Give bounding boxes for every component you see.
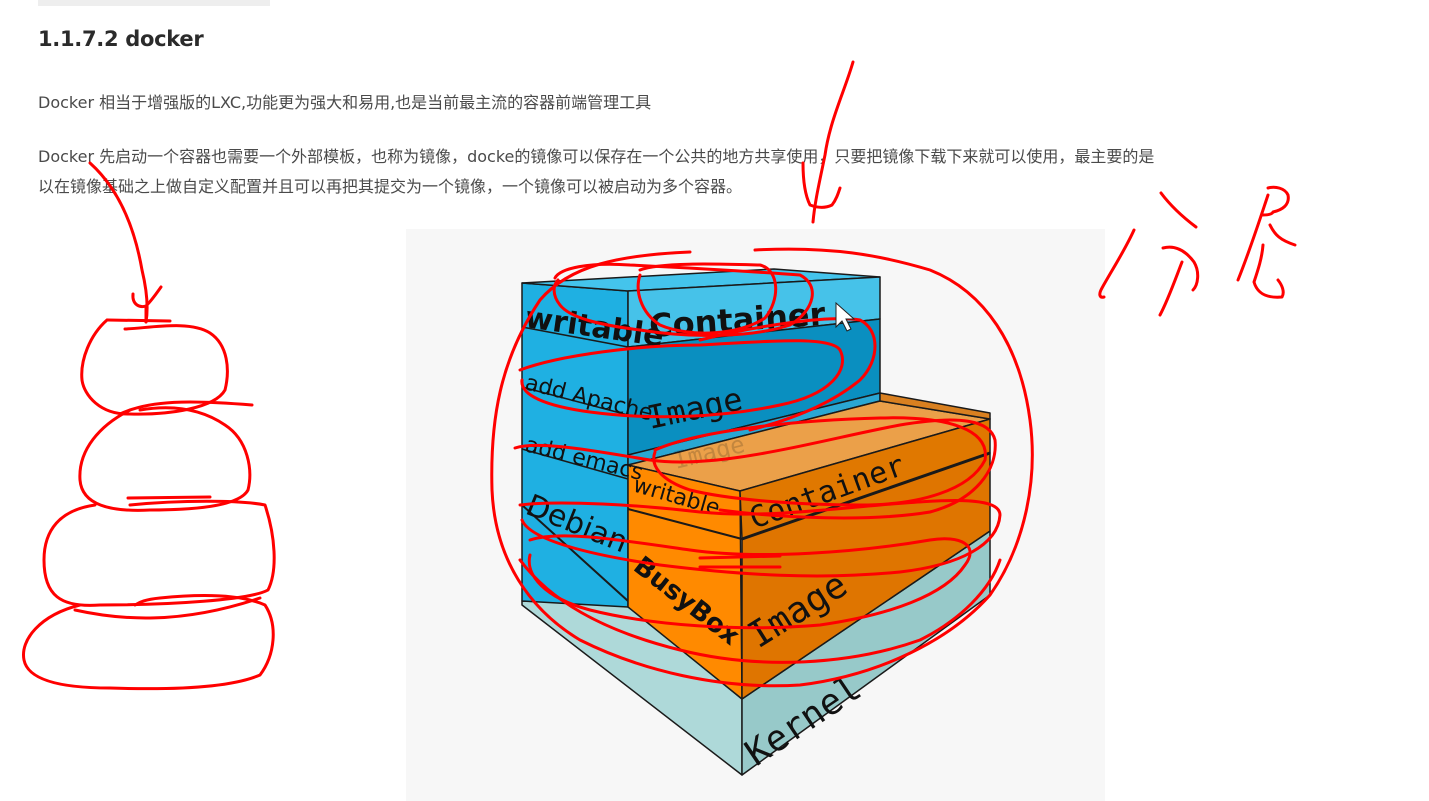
paragraph-line-2: 以在镜像基础之上做自定义配置并且可以再把其提交为一个镜像，一个镜像可以被启动为多… bbox=[38, 177, 743, 196]
section-heading: 1.1.7.2 docker bbox=[38, 27, 204, 51]
stack-layer-4-icon bbox=[22, 594, 275, 691]
docker-layers-svg: writable add Apache add emacs Debian Con… bbox=[521, 268, 991, 776]
top-divider bbox=[38, 0, 270, 6]
paragraph-docker-image: Docker 先启动一个容器也需要一个外部模板，也称为镜像，docke的镜像可以… bbox=[38, 142, 1154, 202]
paragraph-docker-intro: Docker 相当于增强版的LXC,功能更为强大和易用,也是当前最主流的容器前端… bbox=[38, 93, 652, 112]
arrow-head-icon bbox=[131, 285, 163, 309]
stack-layer-3-icon bbox=[42, 499, 276, 607]
handwritten-fenceng bbox=[1098, 185, 1297, 317]
paragraph-line-1: Docker 先启动一个容器也需要一个外部模板，也称为镜像，docke的镜像可以… bbox=[38, 147, 1155, 166]
stack-layer-4-inner bbox=[73, 596, 262, 620]
stack-layer-1-tail bbox=[118, 400, 254, 416]
arrow-stem-bar bbox=[106, 304, 172, 324]
docker-layers-diagram: writable add Apache add emacs Debian Con… bbox=[406, 229, 1105, 801]
stack-layer-1-icon bbox=[80, 318, 229, 416]
stack-layer-2-tail bbox=[126, 495, 212, 500]
stack-layer-2-icon bbox=[78, 406, 252, 512]
